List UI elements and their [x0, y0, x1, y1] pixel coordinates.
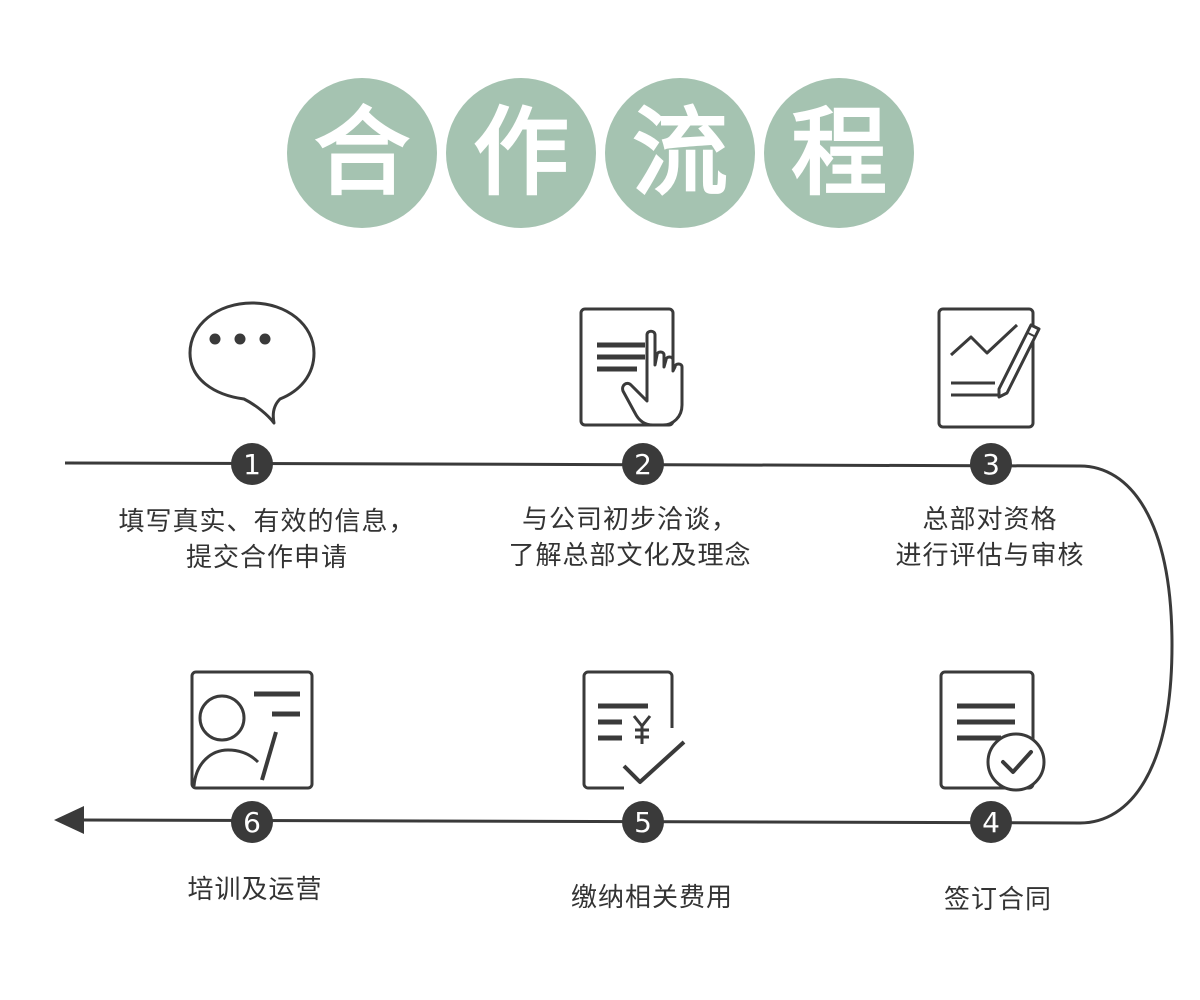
step-text-1: 填写真实、有效的信息， 提交合作申请: [87, 504, 447, 576]
speech-bubble-icon: [188, 301, 316, 425]
step-1-line-1: 填写真实、有效的信息，: [118, 507, 416, 537]
invoice-yen-check-icon: [582, 670, 686, 790]
step-number-2: 2: [622, 443, 664, 485]
title-char-4: 程: [764, 78, 914, 228]
title-char-2: 作: [446, 78, 596, 228]
document-chart-pen-icon: [937, 307, 1041, 429]
step-text-5: 缴纳相关费用: [472, 880, 832, 916]
training-person-icon: [190, 670, 314, 790]
step-2-line-1: 与公司初步洽谈，: [521, 505, 738, 535]
step-3-line-2: 进行评估与审核: [895, 541, 1085, 571]
step-text-3: 总部对资格 进行评估与审核: [810, 502, 1170, 574]
step-number-6: 6: [231, 801, 273, 843]
step-1-line-2: 提交合作申请: [185, 543, 348, 573]
step-text-4: 签订合同: [818, 882, 1178, 918]
step-2-line-2: 了解总部文化及理念: [508, 541, 752, 571]
step-number-4: 4: [970, 801, 1012, 843]
document-check-icon: [939, 670, 1046, 792]
step-number-3: 3: [970, 443, 1012, 485]
step-3-line-1: 总部对资格: [922, 505, 1058, 535]
step-text-6: 培训及运营: [75, 872, 435, 908]
title-char-3: 流: [605, 78, 755, 228]
step-5-line-1: 缴纳相关费用: [570, 883, 733, 913]
document-hand-icon: [579, 307, 684, 427]
title-char-1: 合: [287, 78, 437, 228]
step-text-2: 与公司初步洽谈， 了解总部文化及理念: [450, 502, 810, 574]
flow-connector-line: [64, 461, 1174, 825]
step-4-line-1: 签订合同: [943, 885, 1052, 915]
step-number-1: 1: [231, 443, 273, 485]
step-number-5: 5: [622, 801, 664, 843]
flow-arrow-head: [54, 806, 84, 834]
step-6-line-1: 培训及运营: [187, 875, 323, 905]
